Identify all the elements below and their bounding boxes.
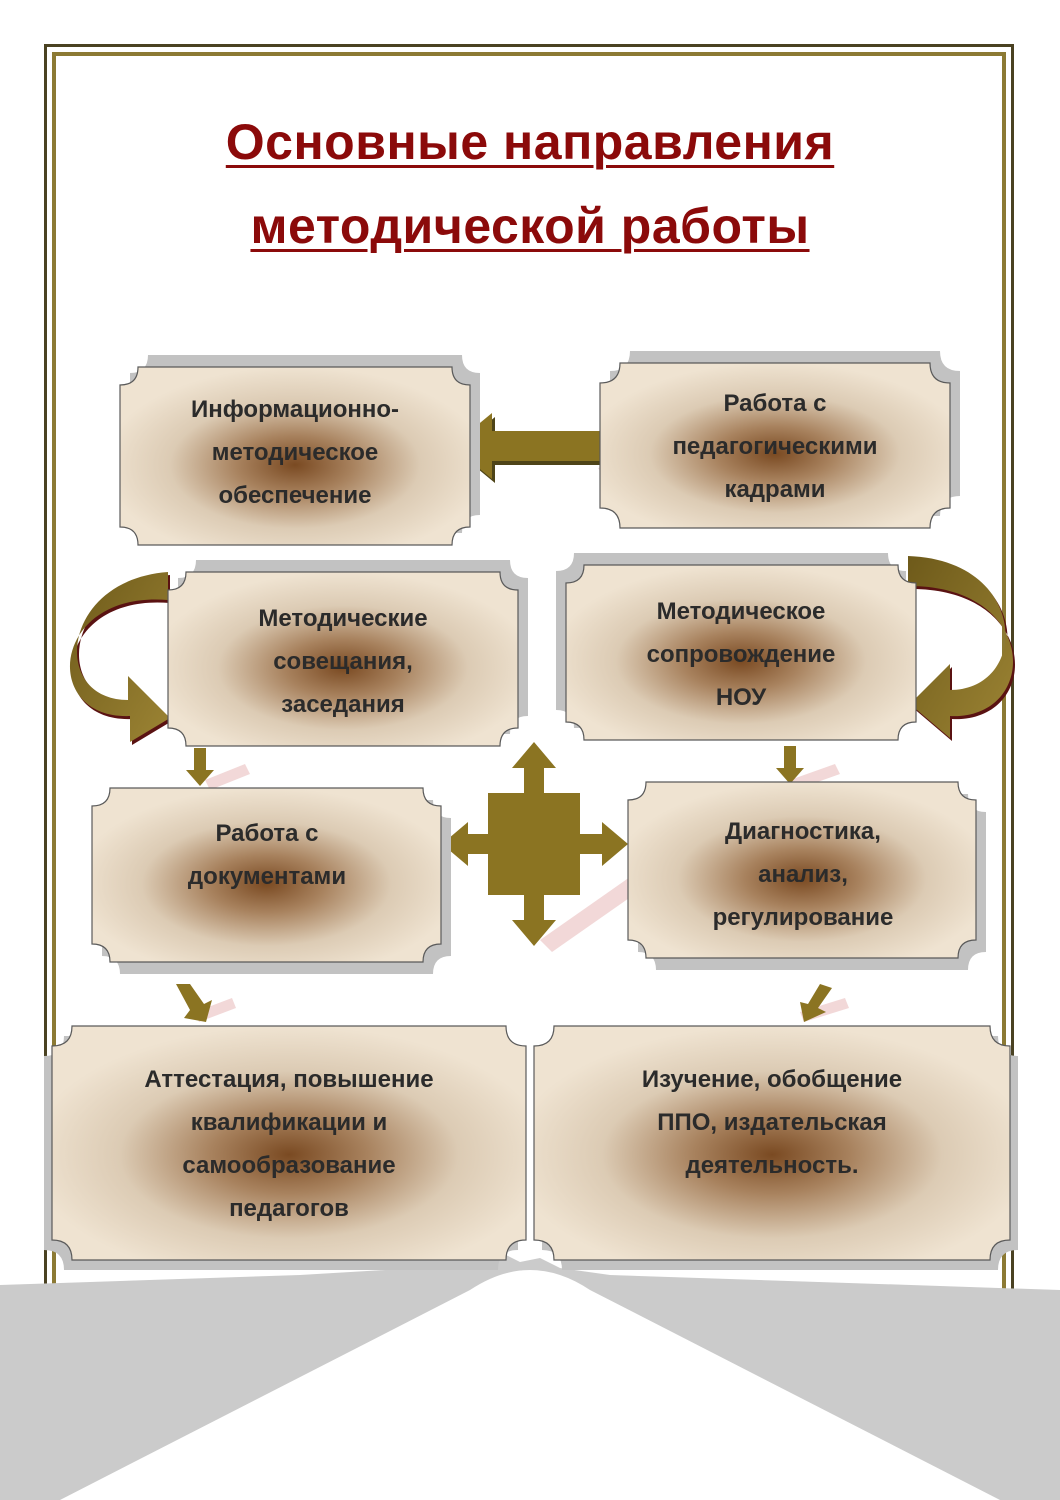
box-text-line: регулирование — [712, 903, 894, 931]
box-text-line: Методические — [258, 604, 428, 632]
box-text-line: кадрами — [724, 475, 826, 503]
box-text-line: квалификации и — [190, 1109, 388, 1136]
box-attestation — [44, 1025, 527, 1270]
box-text-line: методическое — [211, 438, 379, 466]
box-cadres-label: Работа с педагогическими кадрами — [600, 382, 950, 510]
box-documents-label: Работа с документами — [92, 805, 442, 905]
box-info — [119, 355, 480, 546]
box-text-line: Аттестация, повышение — [144, 1066, 434, 1093]
box-text-line: НОУ — [715, 683, 767, 711]
box-text-line: самообразование — [182, 1152, 396, 1179]
box-text-line: документами — [187, 863, 347, 890]
box-info-label: Информационно- методическое обеспечение — [120, 392, 470, 512]
curved-arrow-icon — [69, 572, 172, 745]
box-text-line: деятельность. — [685, 1151, 859, 1179]
box-text-line: педагогическими — [672, 432, 878, 460]
box-text-line: Изучение, обобщение — [641, 1065, 903, 1093]
box-text-line: педагогов — [229, 1195, 349, 1222]
box-diagnostics-label: Диагностика, анализ, регулирование — [628, 810, 978, 938]
box-nou-label: Методическое сопровождение НОУ — [566, 590, 916, 718]
box-documents — [91, 787, 451, 974]
box-text-line: Методическое — [656, 597, 826, 625]
box-text-line: Работа с — [215, 820, 319, 847]
box-text-line: Работа с — [723, 389, 827, 417]
title-line-1: Основные направления — [225, 114, 835, 170]
box-study — [533, 1025, 1018, 1270]
box-text-line: Информационно- — [190, 395, 400, 423]
box-attestation-label: Аттестация, повышение квалификации и сам… — [52, 1058, 526, 1230]
box-text-line: совещания, — [273, 647, 413, 675]
page-title: Основные направления методической работы — [0, 100, 1060, 268]
box-meetings — [167, 560, 528, 747]
box-nou — [556, 553, 917, 741]
box-text-line: Диагностика, — [725, 817, 881, 845]
box-text-line: заседания — [281, 690, 405, 718]
box-text-line: анализ, — [758, 860, 848, 888]
box-text-line: сопровождение — [646, 640, 836, 668]
box-meetings-label: Методические совещания, заседания — [168, 597, 518, 725]
box-text-line: ППО, издательская — [657, 1108, 887, 1136]
box-study-label: Изучение, обобщение ППО, издательская де… — [534, 1058, 1010, 1186]
down-arrow-icon — [176, 746, 832, 1022]
box-diagnostics — [627, 781, 986, 970]
bottom-silhouette — [0, 1252, 1060, 1500]
box-text-line: обеспечение — [218, 481, 372, 509]
curved-arrow-icon — [908, 556, 1015, 741]
title-line-2: методической работы — [250, 198, 810, 254]
four-way-arrow-icon — [442, 742, 628, 946]
left-right-arrow-icon — [452, 413, 643, 483]
box-cadres — [599, 351, 960, 529]
